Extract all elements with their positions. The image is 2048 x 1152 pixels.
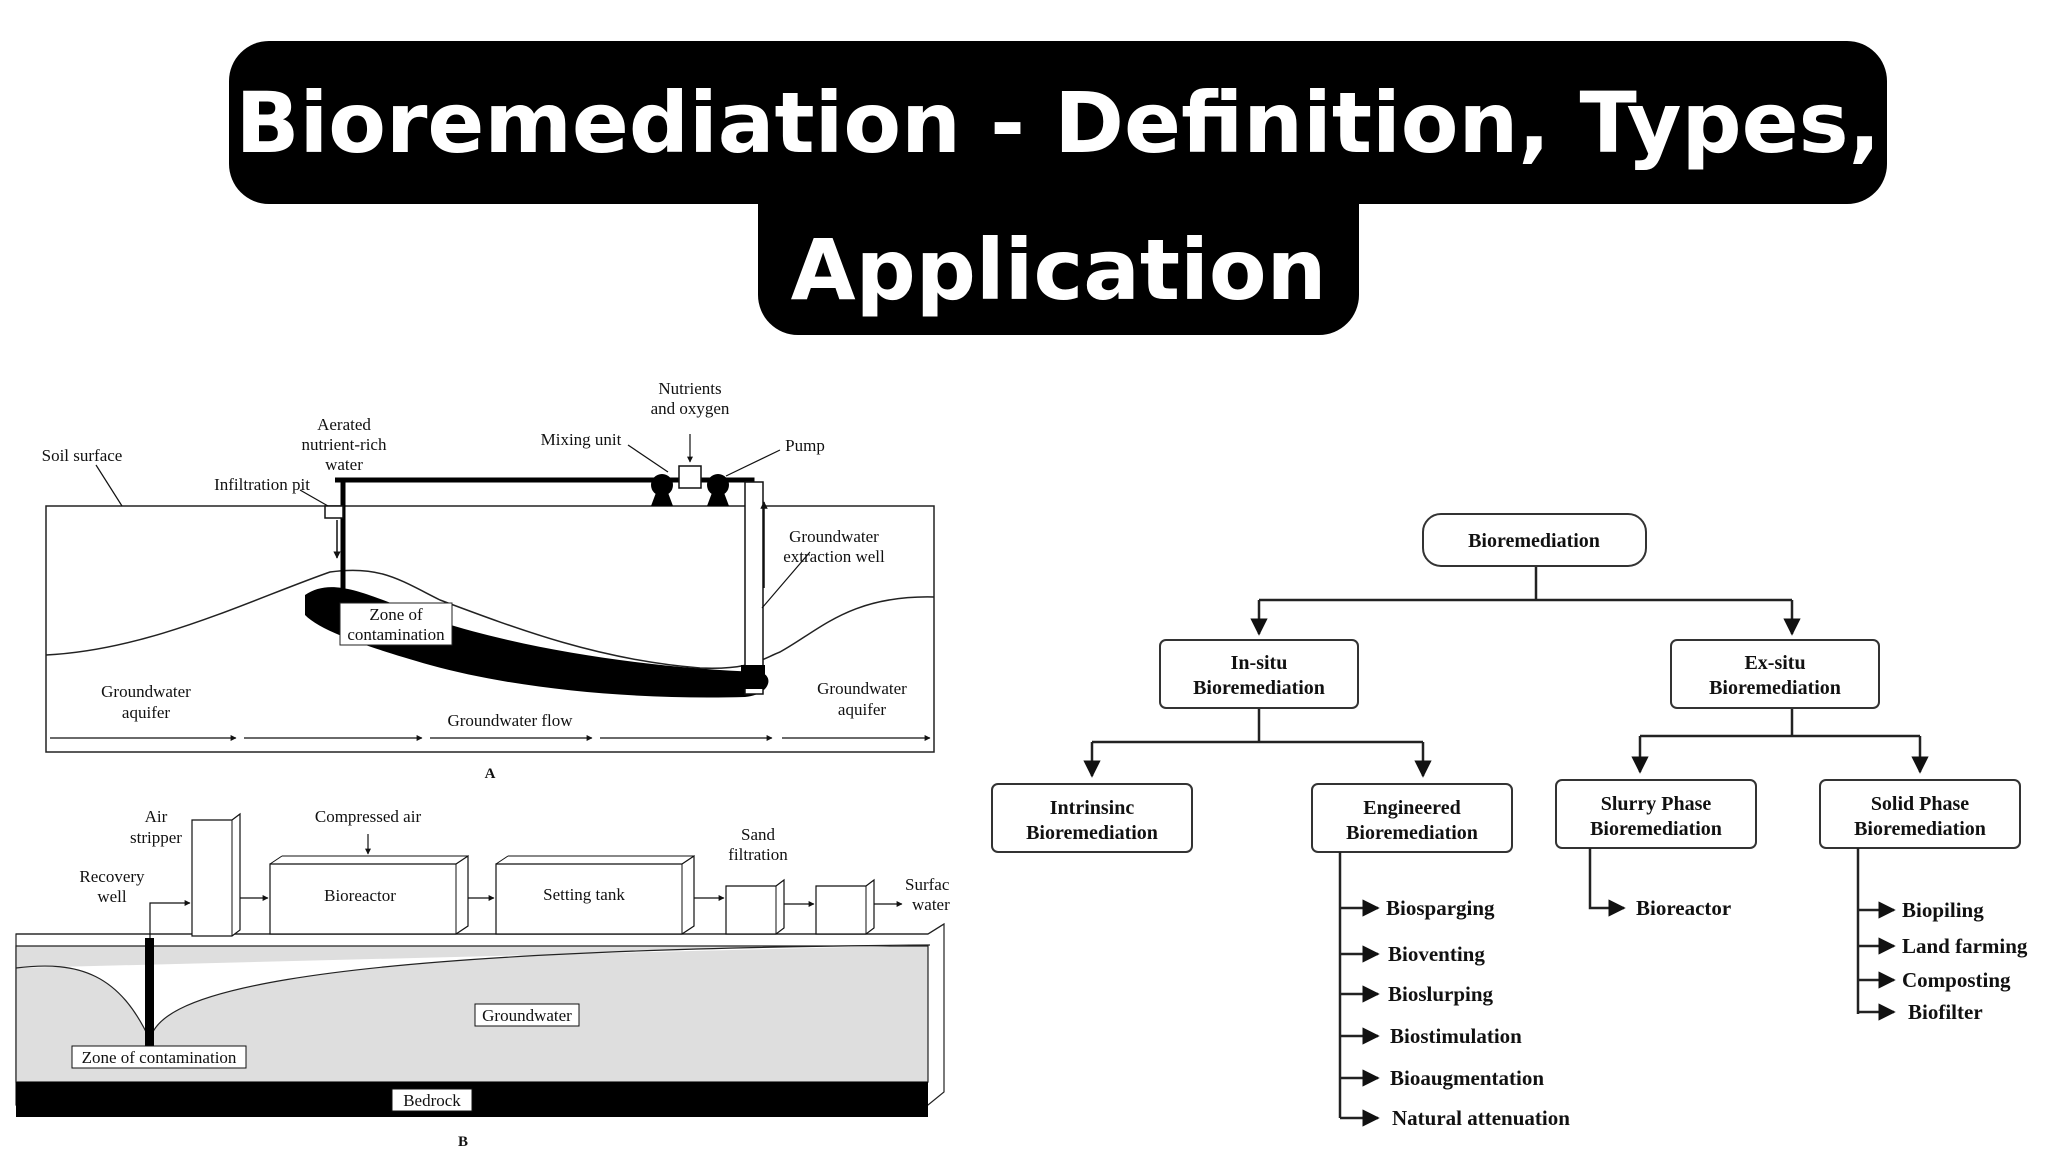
- zone-label-box: [339, 602, 453, 646]
- pump-left: [651, 474, 673, 496]
- leaf-bioaugmentation: Bioaugmentation: [1390, 1066, 1544, 1090]
- leaf-land-farming: Land farming: [1902, 934, 2028, 958]
- leaf-biosparging: Biosparging: [1386, 896, 1495, 920]
- nutrients-label-1: Nutrients: [658, 379, 721, 398]
- aerated-label-1: Aerated: [317, 415, 371, 434]
- bioreactor-label: Bioreactor: [324, 886, 396, 905]
- node-intrinsic-label-1: Intrinsinc: [1050, 797, 1135, 819]
- node-engineered: [1311, 783, 1513, 853]
- node-bioremediation: [1422, 513, 1647, 567]
- infiltration-pit-label: Infiltration pit: [214, 475, 310, 494]
- leaf-biofilter: Biofilter: [1908, 1000, 1983, 1024]
- node-solid-phase-label-1: Solid Phase: [1871, 793, 1969, 815]
- extraction-label-1: Groundwater: [789, 527, 879, 546]
- ground-box-a: [45, 505, 935, 753]
- zone-label-1: Zone of: [369, 605, 423, 624]
- aquifer-right-label-2: aquifer: [838, 700, 886, 719]
- figure-a-caption: A: [485, 766, 496, 782]
- node-solid-phase: [1819, 779, 2021, 849]
- leaf-composting: Composting: [1902, 968, 2011, 992]
- node-slurry-phase: [1555, 779, 1757, 849]
- well-pump: [741, 665, 765, 689]
- drawdown-cone: [15, 944, 931, 1042]
- groundwater-label: Groundwater: [482, 1006, 572, 1025]
- node-solid-phase-label-2: Bioremediation: [1854, 818, 1986, 840]
- soil-surface-label: Soil surface: [42, 446, 123, 465]
- bedrock-label: Bedrock: [403, 1091, 461, 1110]
- figure-a: Zone of contamination Soil surface Infil…: [42, 379, 935, 782]
- recovery-well-label-1: Recovery: [79, 867, 145, 886]
- extraction-well: [744, 481, 764, 695]
- leaf-bioslurping: Bioslurping: [1388, 982, 1494, 1006]
- aquifer-right-label-1: Groundwater: [817, 679, 907, 698]
- pump-right: [707, 474, 729, 496]
- leaf-bioreactor: Bioreactor: [1636, 896, 1731, 920]
- recovery-well: [145, 938, 154, 1046]
- compressed-air-label: Compressed air: [315, 807, 422, 826]
- zone-label-2: contamination: [347, 625, 445, 644]
- node-engineered-label-2: Bioremediation: [1346, 822, 1478, 844]
- contamination-plume: [305, 587, 769, 698]
- classification-tree: Bioremediation In-situ Bioremediation Ex…: [991, 513, 2028, 1130]
- node-engineered-label-1: Engineered: [1363, 797, 1460, 819]
- node-ex-situ: [1670, 639, 1880, 709]
- zone-contamination-label: Zone of contamination: [82, 1048, 237, 1067]
- infiltration-pit: [324, 505, 344, 519]
- node-ex-situ-label-2: Bioremediation: [1709, 677, 1841, 699]
- node-intrinsic: [991, 783, 1193, 853]
- node-in-situ: [1159, 639, 1359, 709]
- aerated-label-3: water: [325, 455, 363, 474]
- node-in-situ-label-1: In-situ: [1231, 652, 1288, 674]
- node-slurry-phase-label-2: Bioremediation: [1590, 818, 1722, 840]
- sand-filtration-label-2: filtration: [728, 845, 788, 864]
- title-line-1: Bioremediation - Definition, Types,: [229, 41, 1887, 204]
- leaf-biopiling: Biopiling: [1902, 898, 1984, 922]
- node-ex-situ-label-1: Ex-situ: [1744, 652, 1805, 674]
- mixing-unit-label: Mixing unit: [541, 430, 622, 449]
- air-stripper: [191, 812, 241, 937]
- sand-filter-1: [725, 878, 785, 935]
- leaf-natural-attenuation: Natural attenuation: [1392, 1106, 1570, 1130]
- surface-water-label-2: water: [912, 895, 950, 914]
- figure-b: Bedrock Air stripper Compressed air Rec: [15, 807, 950, 1150]
- aquifer-left-label-2: aquifer: [122, 703, 170, 722]
- setting-tank-label: Setting tank: [543, 885, 625, 904]
- air-stripper-label-1: Air: [145, 807, 168, 826]
- sand-filtration-label-1: Sand: [741, 825, 776, 844]
- aquifer-left-label-1: Groundwater: [101, 682, 191, 701]
- extraction-label-2: extraction well: [783, 547, 885, 566]
- recovery-well-label-2: well: [97, 887, 127, 906]
- title-line-2: Application: [758, 204, 1359, 335]
- node-in-situ-label-2: Bioremediation: [1193, 677, 1325, 699]
- pump-label: Pump: [785, 436, 825, 455]
- water-table-line: [45, 569, 935, 670]
- sand-filter-2: [815, 878, 875, 935]
- mixing-unit: [678, 465, 702, 489]
- nutrients-label-2: and oxygen: [651, 399, 730, 418]
- node-intrinsic-label-2: Bioremediation: [1026, 822, 1158, 844]
- surface-water-label-1: Surfac: [905, 875, 950, 894]
- node-slurry-phase-label-1: Slurry Phase: [1601, 793, 1712, 815]
- figure-b-caption: B: [458, 1134, 468, 1150]
- flow-label: Groundwater flow: [447, 711, 573, 730]
- air-stripper-label-2: stripper: [130, 828, 182, 847]
- aerated-label-2: nutrient-rich: [302, 435, 387, 454]
- leaf-biostimulation: Biostimulation: [1390, 1024, 1522, 1048]
- node-bioremediation-label: Bioremediation: [1468, 530, 1600, 552]
- leaf-bioventing: Bioventing: [1388, 942, 1485, 966]
